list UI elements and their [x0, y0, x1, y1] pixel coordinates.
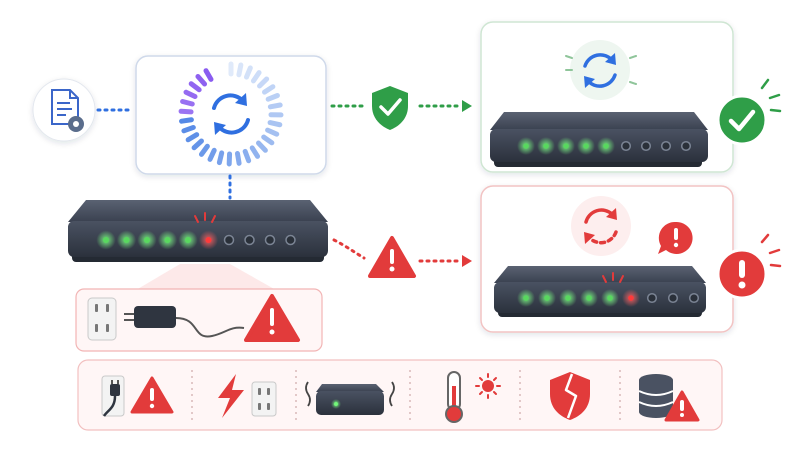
progress-tick [267, 102, 283, 110]
led-green [103, 237, 109, 243]
led-red [205, 237, 212, 243]
database-warning-icon [638, 374, 700, 422]
progress-tick [203, 68, 214, 82]
success-panel [480, 21, 734, 173]
led-green [583, 143, 589, 149]
vibrating-router-icon [305, 381, 395, 415]
thermometer-sun-icon [445, 371, 501, 423]
led-off [688, 292, 700, 304]
led-green [565, 295, 571, 301]
chat-alert-icon [658, 221, 693, 254]
wall-outlet-icon [87, 297, 117, 341]
led-off [667, 292, 679, 304]
plug-warning-icon [101, 375, 174, 417]
progress-tick [198, 143, 210, 157]
exclamation-circle-icon [716, 233, 782, 300]
led-green [164, 237, 171, 243]
progress-tick [257, 76, 270, 89]
led-green [586, 295, 592, 301]
issue-funnel [136, 264, 276, 290]
progress-tick [242, 148, 252, 164]
led-green [144, 237, 150, 243]
led-off [680, 140, 692, 152]
led-off [620, 140, 632, 152]
progress-tick [216, 150, 225, 166]
progress-tick [262, 84, 276, 95]
warning-triangle-icon [368, 236, 416, 278]
led-off [640, 140, 652, 152]
broken-sync-icon [571, 196, 631, 256]
progress-tick [180, 98, 195, 107]
led-green [523, 295, 529, 301]
broken-shield-icon [550, 372, 590, 420]
power-issue-panel [75, 288, 323, 352]
led-green [563, 143, 569, 149]
progress-tick [207, 147, 217, 162]
led-green [544, 295, 550, 301]
led-green [607, 295, 613, 301]
progress-ring [178, 61, 284, 167]
led-red [628, 295, 634, 301]
progress-tick [243, 65, 253, 80]
center-router [68, 200, 328, 262]
progress-tick [191, 138, 204, 151]
power-adapter-icon [124, 306, 245, 338]
progress-tick [256, 140, 268, 153]
progress-tick [265, 127, 280, 137]
progress-tick [261, 134, 275, 146]
led-green [185, 237, 191, 243]
success-arrowhead [462, 100, 472, 112]
progress-tick [234, 150, 242, 166]
sync-icon [565, 40, 637, 100]
warning-triangle-icon [244, 294, 300, 342]
progress-tick [249, 145, 261, 159]
lightning-outlet-icon [218, 374, 277, 418]
causes-strip [77, 359, 723, 431]
check-circle-icon [716, 78, 782, 146]
progress-tick [185, 132, 200, 143]
led-green [523, 143, 529, 149]
led-off [223, 234, 235, 246]
failure-arrowhead [462, 255, 472, 267]
progress-tick [178, 108, 194, 115]
progress-tick [265, 92, 280, 102]
led-off [660, 140, 672, 152]
led-off [244, 234, 255, 246]
progress-tick [181, 124, 196, 134]
progress-tick [195, 73, 208, 87]
document-gear-icon [32, 78, 96, 142]
success-router [490, 112, 708, 167]
shield-check-icon [372, 86, 408, 130]
progress-tick [183, 89, 198, 100]
led-green [123, 237, 130, 243]
progress-tick [188, 81, 202, 93]
failure-panel [480, 185, 734, 333]
led-off [264, 234, 276, 246]
led-green [603, 143, 609, 149]
progress-tick [179, 117, 194, 124]
alert-rays [194, 212, 216, 223]
led-off [646, 292, 658, 304]
failure-connector-a [332, 238, 366, 260]
led-green [543, 143, 549, 149]
progress-tick [267, 120, 283, 128]
update-panel [135, 55, 327, 175]
progress-tick [250, 70, 262, 84]
failure-router [494, 266, 706, 317]
sync-progress-icon [212, 93, 250, 135]
led-off [285, 234, 296, 246]
progress-tick [236, 62, 244, 78]
